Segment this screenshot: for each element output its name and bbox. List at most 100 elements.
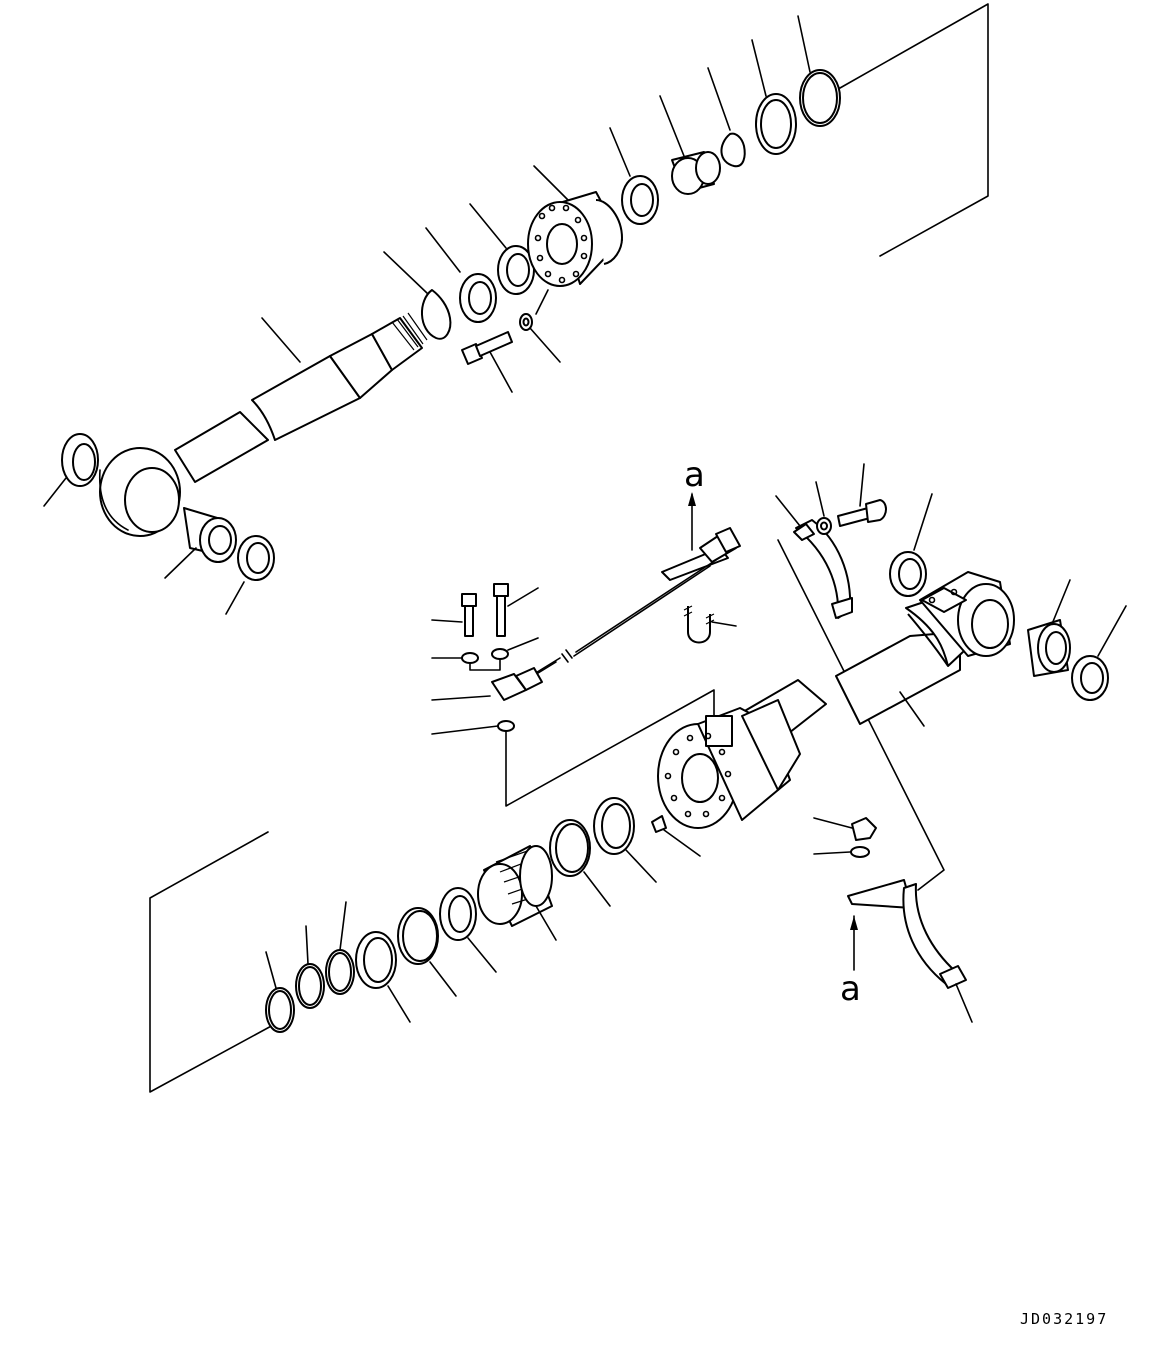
clamp-washer bbox=[816, 517, 832, 535]
clamp-bolt bbox=[837, 499, 887, 527]
group-bracket-bottom bbox=[149, 831, 287, 1093]
leader-clamp-nut bbox=[813, 817, 853, 829]
leader-piston-ring-1 bbox=[625, 849, 657, 883]
leader-clamp-nut-washer bbox=[813, 851, 851, 855]
leader-upper-clamp bbox=[775, 495, 801, 527]
flange-o-ring bbox=[497, 720, 515, 732]
leader-piston-seal bbox=[429, 961, 457, 997]
callout-label-bottom: a bbox=[840, 969, 861, 1009]
rod-eye-seal-right bbox=[237, 535, 275, 581]
flange-bolt-2 bbox=[493, 583, 509, 637]
piston-o-ring-2 bbox=[295, 963, 325, 1009]
leader-flange-block bbox=[431, 695, 491, 701]
leader-tube-eye-bushing bbox=[1051, 579, 1071, 625]
leader-piston bbox=[535, 905, 557, 941]
leader-rod-seal bbox=[469, 203, 507, 249]
head-ring bbox=[621, 175, 659, 225]
leader-grease-fitting bbox=[663, 829, 701, 857]
clamp-nut bbox=[851, 817, 877, 841]
leader-clamp-washer bbox=[815, 481, 825, 517]
washer-link-line bbox=[469, 658, 501, 671]
callout-label-top: a bbox=[684, 455, 705, 495]
leader-piston-o-ring-1 bbox=[339, 901, 347, 951]
leader-seal-right bbox=[225, 581, 245, 615]
leader-backup-ring bbox=[751, 39, 767, 97]
flange-washer-1 bbox=[461, 652, 479, 664]
tube-head-end bbox=[657, 699, 801, 829]
rod-eye-seal-left bbox=[61, 433, 99, 487]
leader-piston-wear-ring bbox=[467, 937, 497, 973]
drawing-code: JD032197 bbox=[1020, 1310, 1108, 1328]
upper-clamp bbox=[793, 519, 853, 619]
leader-head-ring bbox=[609, 127, 631, 177]
leader-piston-backup-ring bbox=[387, 985, 411, 1023]
snap-ring bbox=[420, 289, 452, 340]
backup-ring bbox=[755, 93, 797, 155]
cylinder-tube bbox=[735, 571, 1015, 741]
pipe-line bbox=[575, 559, 717, 653]
leader-rod bbox=[261, 317, 301, 363]
leader-piston-o-ring-2 bbox=[305, 925, 309, 965]
head-washer bbox=[519, 313, 533, 331]
piston bbox=[477, 845, 553, 927]
o-ring-top bbox=[799, 69, 841, 127]
leader-flange-bolt-2 bbox=[507, 587, 539, 607]
cylinder-tube-group: a bbox=[651, 463, 1127, 1023]
leader-tube-eye-seal-upper bbox=[913, 493, 933, 551]
grease-fitting bbox=[651, 815, 667, 833]
leader-u-bolt bbox=[711, 621, 737, 627]
rod-bushing-1 bbox=[459, 273, 497, 323]
head-snap-ring bbox=[720, 132, 746, 168]
pipe-flange-end bbox=[661, 527, 741, 581]
leader-cylinder-tube bbox=[899, 691, 925, 727]
tube-eye-seal-lower bbox=[1071, 655, 1109, 701]
o-ring-link-line bbox=[505, 689, 715, 807]
leader-rod-bushing-1 bbox=[425, 227, 461, 273]
leader-head-washer bbox=[529, 327, 561, 363]
leader-bushing bbox=[164, 547, 197, 579]
leader-clamp-bolt bbox=[859, 463, 865, 507]
piping-group: a bbox=[431, 455, 741, 807]
leader-head-collar bbox=[659, 95, 685, 157]
leader-piston-o-ring-3 bbox=[265, 951, 277, 989]
piston-ring-2 bbox=[549, 819, 591, 877]
leader-cylinder-head bbox=[533, 165, 569, 201]
leader-flange-washer-2 bbox=[507, 637, 539, 651]
tube-eye-bushing bbox=[1027, 619, 1071, 677]
rod-eye-bushing bbox=[183, 507, 237, 563]
leader-seal-left bbox=[43, 477, 67, 507]
piston-wear-ring bbox=[439, 887, 477, 941]
leader-head-bolt bbox=[489, 351, 513, 393]
clamp-link-line bbox=[777, 539, 945, 891]
flange-bolt-1 bbox=[461, 593, 477, 637]
piston-rod bbox=[98, 312, 428, 537]
leader-head-snap-ring bbox=[707, 67, 731, 131]
bracket-leader-cover bbox=[535, 289, 549, 315]
clamp-nut-washer bbox=[850, 846, 870, 858]
leader-flange-bolt-1 bbox=[431, 619, 463, 623]
piston-group bbox=[149, 797, 657, 1093]
rod-assembly-group bbox=[43, 3, 989, 615]
leader-snap-ring bbox=[383, 251, 429, 295]
lower-clamp bbox=[847, 879, 967, 989]
leader-lower-clamp bbox=[955, 983, 973, 1023]
leader-tube-eye-seal-lower bbox=[1097, 605, 1127, 657]
leader-flange-o-ring bbox=[431, 725, 499, 735]
cylinder-head bbox=[527, 191, 623, 287]
head-bolt bbox=[461, 331, 513, 365]
piston-ring-1 bbox=[593, 797, 635, 855]
piston-o-ring-1 bbox=[325, 949, 355, 995]
piston-backup-ring bbox=[355, 931, 397, 989]
flange-washer-2 bbox=[491, 648, 509, 660]
rod-seal bbox=[497, 245, 535, 295]
group-bracket-top bbox=[839, 3, 989, 257]
tube-eye-seal-upper bbox=[889, 551, 927, 597]
head-collar bbox=[671, 151, 721, 195]
leader-piston-ring-2 bbox=[583, 871, 611, 907]
piston-o-ring-3 bbox=[265, 987, 295, 1033]
piston-seal bbox=[397, 907, 439, 965]
leader-o-ring-top bbox=[797, 15, 811, 73]
pipe-flange-block bbox=[491, 667, 543, 701]
u-bolt bbox=[683, 605, 715, 644]
